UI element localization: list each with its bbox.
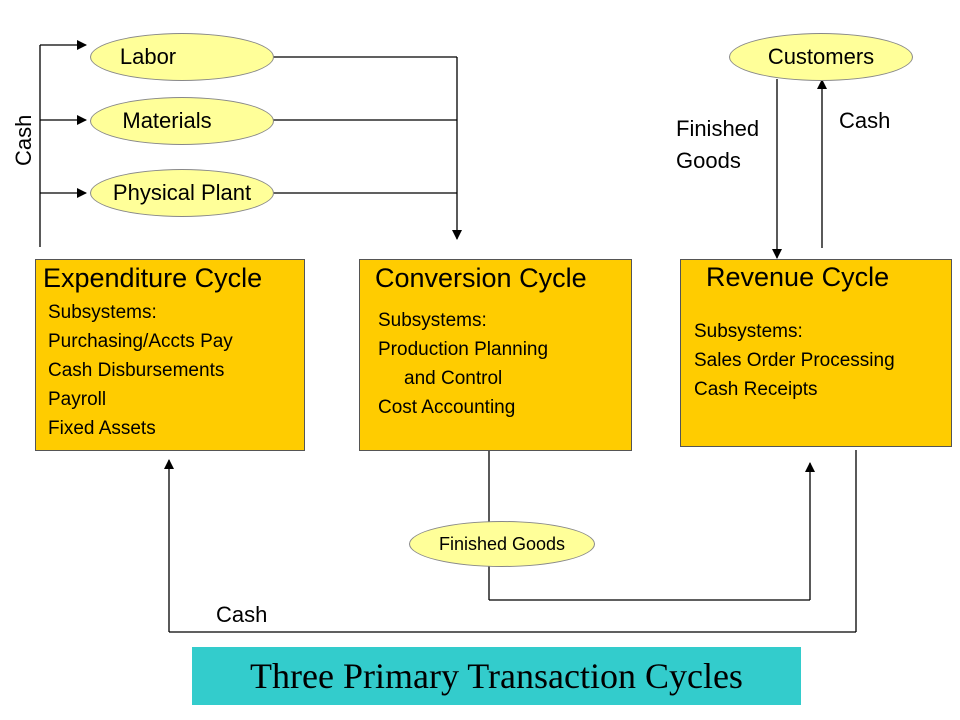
finished-goods-label-line2: Goods [676,148,741,173]
subsystem-item: and Control [404,368,503,389]
customers-cash-label: Cash [839,108,891,133]
finished-goods-flow-label: Finished Goods [438,533,566,554]
physical-plant-oval: Physical Plant [90,169,274,217]
labor-oval: Labor [90,33,274,81]
conversion-cycle-title: Conversion Cycle [375,263,587,293]
finished-goods-label-line1: Finished [676,116,760,141]
revenue-subsystems: Subsystems: Sales Order Processing Cash … [694,317,895,404]
customers-label: Customers [767,44,875,69]
expenditure-subsystems: Subsystems: Purchasing/Accts Pay Cash Di… [48,298,233,443]
inputs-cash-label: Cash [11,114,36,166]
finished-goods-oval: Finished Goods [409,521,595,567]
bottom-cash-label: Cash [216,602,268,627]
materials-label: Materials [122,108,212,133]
customers-oval: Customers [729,33,913,81]
subsystem-item: Payroll [48,389,107,410]
subsystem-item: Purchasing/Accts Pay [48,331,233,352]
subsystem-item: Cash Receipts [694,379,818,400]
conversion-cycle-box [359,259,632,451]
subsystems-heading: Subsystems: [694,321,803,342]
subsystem-item: Fixed Assets [48,418,156,439]
revenue-cycle-title: Revenue Cycle [706,262,890,292]
subsystem-item: Cost Accounting [378,397,516,418]
conversion-subsystems: Subsystems: Production Planning and Cont… [378,306,548,422]
diagram-title: Three Primary Transaction Cycles [250,656,743,696]
expenditure-cycle-title: Expenditure Cycle [43,263,263,293]
subsystems-heading: Subsystems: [378,310,487,331]
subsystem-item: Sales Order Processing [694,350,895,371]
revenue-cycle-box [680,259,952,447]
physical-plant-label: Physical Plant [112,180,252,205]
expenditure-cycle-box [35,259,305,451]
subsystem-item: Cash Disbursements [48,360,225,381]
subsystems-heading: Subsystems: [48,302,157,323]
labor-label: Labor [119,44,177,69]
diagram-title-banner: Three Primary Transaction Cycles [192,647,801,705]
materials-oval: Materials [90,97,274,145]
subsystem-item: Production Planning [378,339,549,360]
